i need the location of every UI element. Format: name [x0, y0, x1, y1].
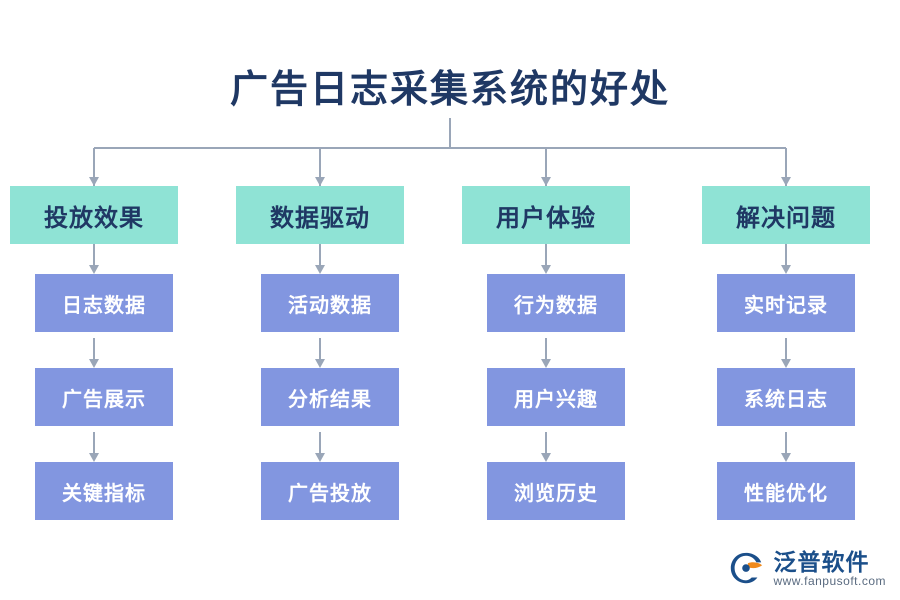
node-box-3-3[interactable]: 浏览历史 — [487, 462, 625, 520]
node-box-2-2[interactable]: 分析结果 — [261, 368, 399, 426]
head-box-1[interactable]: 投放效果 — [10, 186, 178, 244]
head-box-4[interactable]: 解决问题 — [702, 186, 870, 244]
logo-url: www.fanpusoft.com — [773, 573, 886, 588]
watermark-logo: 泛普软件 www.fanpusoft.com — [727, 550, 886, 588]
node-box-4-2[interactable]: 系统日志 — [717, 368, 855, 426]
node-box-4-3[interactable]: 性能优化 — [717, 462, 855, 520]
node-box-1-2[interactable]: 广告展示 — [35, 368, 173, 426]
node-box-4-1[interactable]: 实时记录 — [717, 274, 855, 332]
node-box-2-1[interactable]: 活动数据 — [261, 274, 399, 332]
logo-mark-icon — [727, 550, 765, 588]
logo-text: 泛普软件 www.fanpusoft.com — [773, 550, 886, 588]
head-box-2[interactable]: 数据驱动 — [236, 186, 404, 244]
page-title: 广告日志采集系统的好处 — [229, 69, 670, 111]
node-box-3-2[interactable]: 用户兴趣 — [487, 368, 625, 426]
node-box-3-1[interactable]: 行为数据 — [487, 274, 625, 332]
node-box-1-1[interactable]: 日志数据 — [35, 274, 173, 332]
node-box-2-3[interactable]: 广告投放 — [261, 462, 399, 520]
logo-company-name: 泛普软件 — [773, 549, 870, 575]
node-box-1-3[interactable]: 关键指标 — [35, 462, 173, 520]
head-box-3[interactable]: 用户体验 — [462, 186, 630, 244]
